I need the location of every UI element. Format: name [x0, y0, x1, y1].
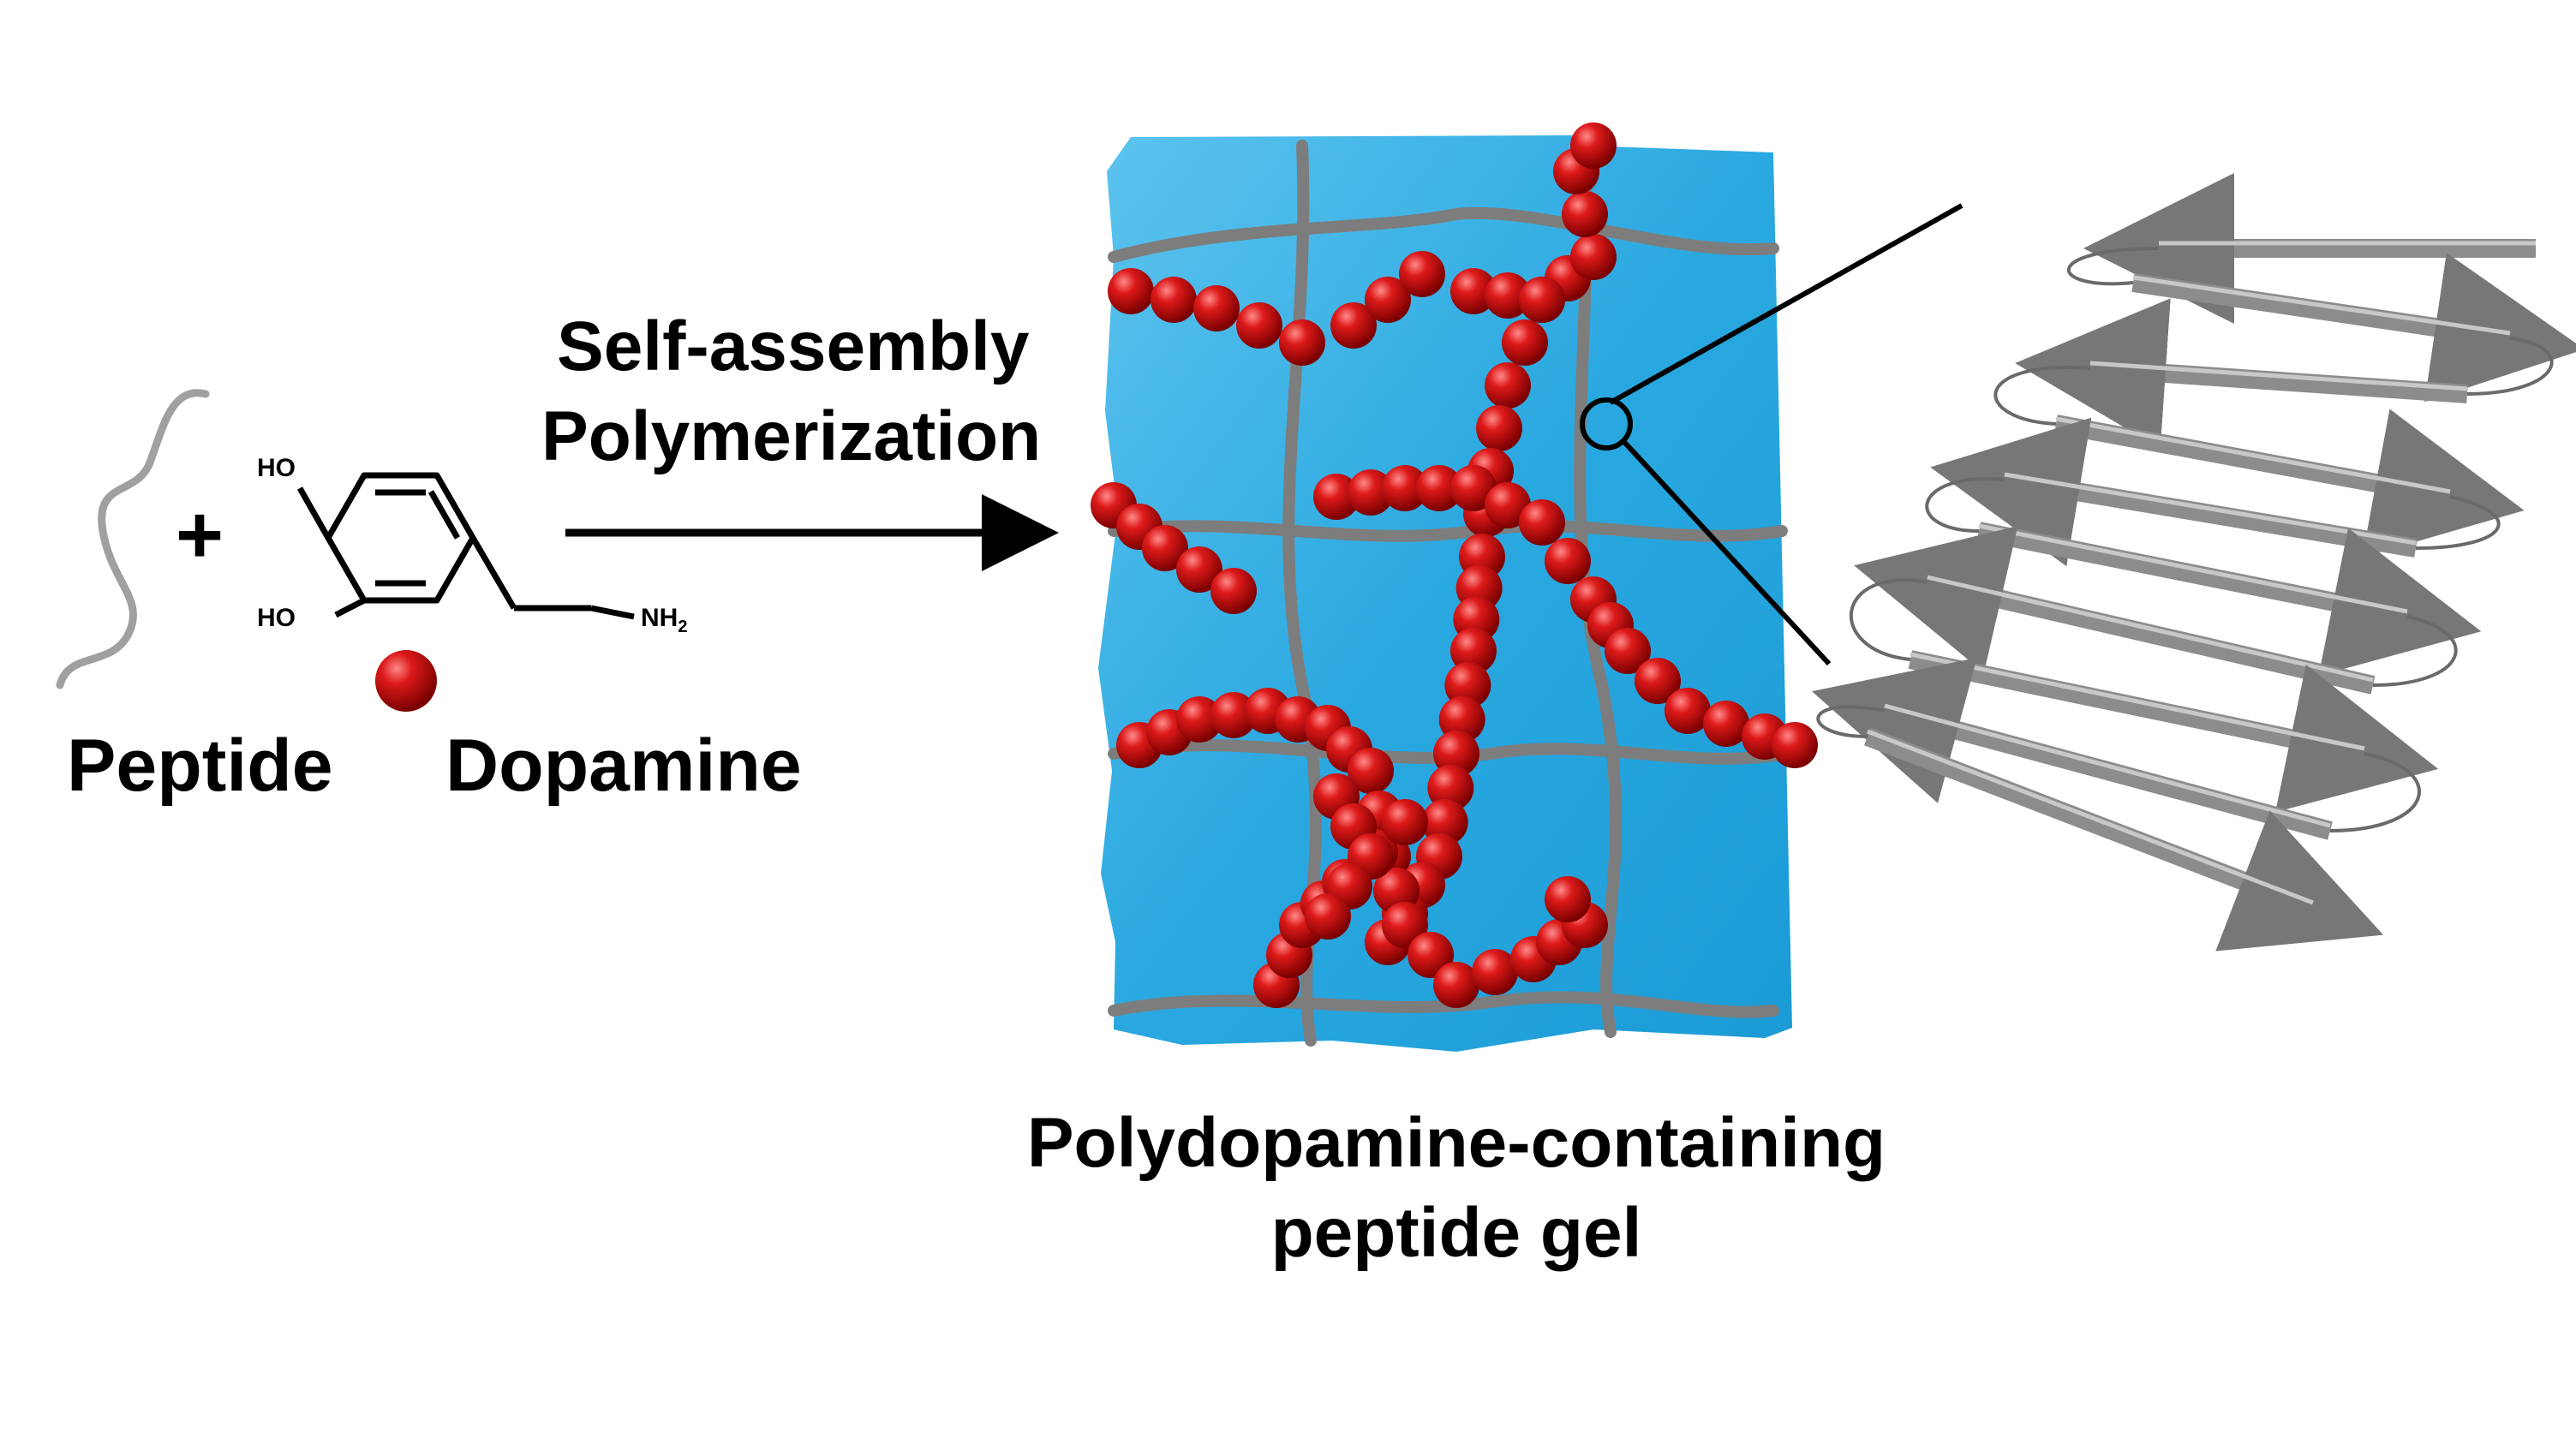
polydopamine-bead — [1545, 876, 1591, 922]
polydopamine-bead — [1703, 701, 1749, 747]
polydopamine-bead — [1151, 277, 1197, 323]
zoom-line-top — [1609, 203, 1963, 405]
dopamine-label: Dopamine — [445, 725, 802, 807]
polydopamine-bead — [1438, 696, 1485, 743]
polydopamine-bead — [1176, 546, 1222, 593]
beta-turn-loop — [2466, 337, 2554, 396]
bead-chain — [1116, 688, 1608, 1008]
polydopamine-bead — [1408, 932, 1454, 978]
gel-block — [1091, 122, 1818, 1052]
bead-chain — [1091, 482, 1257, 614]
polydopamine-bead — [1421, 799, 1468, 845]
polydopamine-bead — [1108, 268, 1154, 314]
polydopamine-chains — [1091, 122, 1818, 1008]
polydopamine-bead — [1665, 688, 1711, 734]
polydopamine-bead — [1605, 628, 1651, 674]
peptide-chain-icon — [56, 389, 210, 689]
polydopamine-bead — [1433, 731, 1479, 777]
polydopamine-bead — [1502, 319, 1548, 366]
bead-chain — [1305, 773, 1394, 940]
polydopamine-bead — [1348, 469, 1394, 516]
hydroxyl-top-label: HO — [257, 454, 296, 482]
polydopamine-bead — [1485, 482, 1531, 528]
beta-turn-loop — [2067, 247, 2160, 286]
dopamine-structure — [296, 472, 635, 620]
bead-chain — [1313, 465, 1818, 768]
polydopamine-bead — [1142, 525, 1188, 571]
polydopamine-bead — [1519, 499, 1565, 546]
beta-strand-highlight — [2089, 361, 2468, 391]
polydopamine-bead — [1399, 251, 1445, 297]
peptide-label: Peptide — [67, 725, 333, 807]
polydopamine-bead — [1382, 902, 1428, 948]
polydopamine-bead — [1427, 765, 1474, 811]
beta-strand — [2054, 409, 2525, 558]
beta-strand — [1864, 727, 2384, 952]
zoom-line-bottom — [1621, 439, 1832, 666]
beta-strand-highlight — [1884, 703, 2331, 828]
beta-strand — [2131, 253, 2576, 403]
plus-sign: + — [176, 489, 224, 581]
polydopamine-bead — [1382, 465, 1428, 511]
beta-turn-loop — [2415, 495, 2501, 550]
polydopamine-bead — [1330, 302, 1377, 349]
polydopamine-bead — [1313, 474, 1360, 520]
beta-turn-loop — [1849, 578, 1928, 661]
polydopamine-bead — [1476, 405, 1522, 451]
beta-turn-loop — [2372, 615, 2458, 687]
beta-turn-loop — [1816, 705, 1886, 738]
polydopamine-bead — [1562, 191, 1608, 237]
polydopamine-bead — [1210, 568, 1257, 614]
beta-strand-highlight — [2132, 275, 2511, 336]
beta-strand-highlight — [1978, 523, 2408, 614]
hydroxyl-bottom-label: HO — [257, 604, 296, 632]
polydopamine-bead — [1635, 658, 1681, 704]
zoom-circle — [1580, 397, 1633, 450]
polydopamine-bead — [1236, 302, 1282, 349]
polydopamine-bead — [1348, 748, 1394, 794]
beta-strand-highlight — [1927, 575, 2374, 683]
beta-strand — [2015, 298, 2468, 449]
beta-turn-loop — [1993, 366, 2091, 426]
process-label-self-assembly: Self-assembly — [557, 307, 1030, 385]
polydopamine-bead — [1210, 692, 1257, 738]
polydopamine-bead — [1772, 722, 1818, 768]
beta-sheet-structure — [1812, 173, 2576, 952]
gel-label-line2: peptide gel — [1270, 1194, 1642, 1272]
beta-strand — [1908, 650, 2439, 813]
polydopamine-bead — [1444, 662, 1491, 708]
gel-label-line1: Polydopamine-containing — [1026, 1104, 1886, 1182]
beta-turn-loop — [2329, 752, 2421, 832]
polydopamine-bead — [1485, 272, 1531, 319]
process-label-polymerization: Polymerization — [541, 397, 1042, 475]
beta-strand-highlight — [2055, 416, 2451, 494]
polydopamine-bead — [1305, 893, 1351, 940]
polydopamine-bead — [1570, 234, 1617, 280]
polydopamine-bead — [1382, 799, 1428, 845]
polydopamine-bead — [1193, 285, 1240, 331]
polydopamine-bead — [1570, 122, 1617, 169]
beta-strand — [1976, 522, 2482, 677]
polydopamine-bead — [1545, 538, 1591, 584]
amine-label: NH2 — [641, 604, 688, 636]
beta-strand-highlight — [1867, 729, 2314, 905]
dopamine-bead-icon — [375, 650, 437, 712]
polydopamine-bead — [1485, 362, 1531, 409]
beta-strand-highlight — [1910, 652, 2365, 751]
polydopamine-bead — [1472, 949, 1518, 995]
beta-strand — [1930, 417, 2418, 567]
polydopamine-bead — [1176, 696, 1222, 743]
polydopamine-bead — [1433, 962, 1479, 1008]
polydopamine-bead — [1365, 277, 1411, 323]
polydopamine-bead — [1450, 268, 1497, 314]
beta-turn-loop — [1925, 477, 2005, 533]
polydopamine-bead — [1279, 319, 1325, 366]
polydopamine-bead — [1519, 277, 1565, 323]
polydopamine-bead — [1450, 465, 1497, 511]
polydopamine-bead — [1416, 465, 1462, 511]
polydopamine-bead — [1450, 628, 1497, 674]
